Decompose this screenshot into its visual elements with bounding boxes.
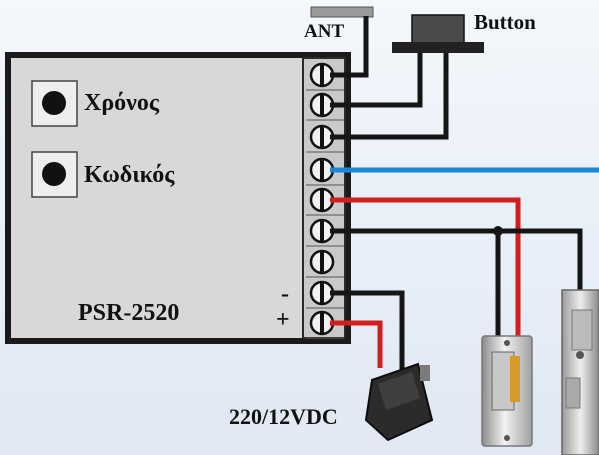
time-label: Χρόνος <box>84 90 160 116</box>
button-label: Button <box>474 10 536 34</box>
door-lock <box>561 289 599 455</box>
terminal-screw <box>306 62 344 91</box>
antenna-label: ANT <box>304 21 345 42</box>
wire-button-1 <box>330 53 423 108</box>
polarity-plus: + <box>276 307 290 333</box>
wire-positive <box>330 320 383 368</box>
electric-strike <box>481 335 533 447</box>
wire-negative <box>330 290 405 372</box>
wire-antenna <box>330 16 369 78</box>
wire-junction <box>493 226 503 236</box>
code-button[interactable] <box>31 151 78 198</box>
code-label: Κωδικός <box>84 162 175 188</box>
model-label: PSR-2520 <box>78 300 180 326</box>
push-button <box>392 14 484 53</box>
wire-black-common <box>330 228 583 300</box>
antenna-connector <box>310 6 374 18</box>
power-adapter <box>364 362 434 442</box>
wire-button-2 <box>330 53 449 140</box>
power-label: 220/12VDC <box>229 404 338 429</box>
polarity-minus: - <box>281 281 289 307</box>
terminal-screw <box>306 249 344 278</box>
time-button[interactable] <box>31 80 78 127</box>
wire-red-lock <box>330 197 521 338</box>
